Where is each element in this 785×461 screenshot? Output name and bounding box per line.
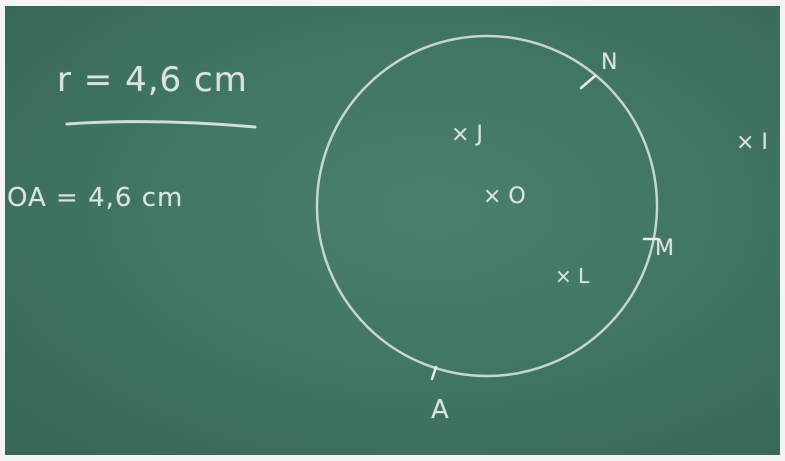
oa-formula: OA = 4,6 cm	[7, 183, 184, 213]
radius-formula: r = 4,6 cm	[57, 60, 248, 100]
circle	[315, 34, 659, 378]
point-i-label: × I	[736, 130, 768, 155]
point-a-label: A	[431, 395, 449, 425]
point-l-label: × L	[555, 264, 590, 288]
chalkboard: r = 4,6 cm OA = 4,6 cm N × J × I × O M ×…	[5, 6, 780, 455]
chalk-drawing	[65, 34, 660, 381]
point-o-label: × O	[483, 184, 526, 209]
tick-n	[579, 74, 597, 90]
tick-a	[430, 365, 438, 381]
point-j-label: × J	[451, 122, 483, 147]
point-m-label: M	[655, 236, 674, 261]
point-n-label: N	[601, 50, 618, 75]
formula-underline	[65, 120, 257, 129]
